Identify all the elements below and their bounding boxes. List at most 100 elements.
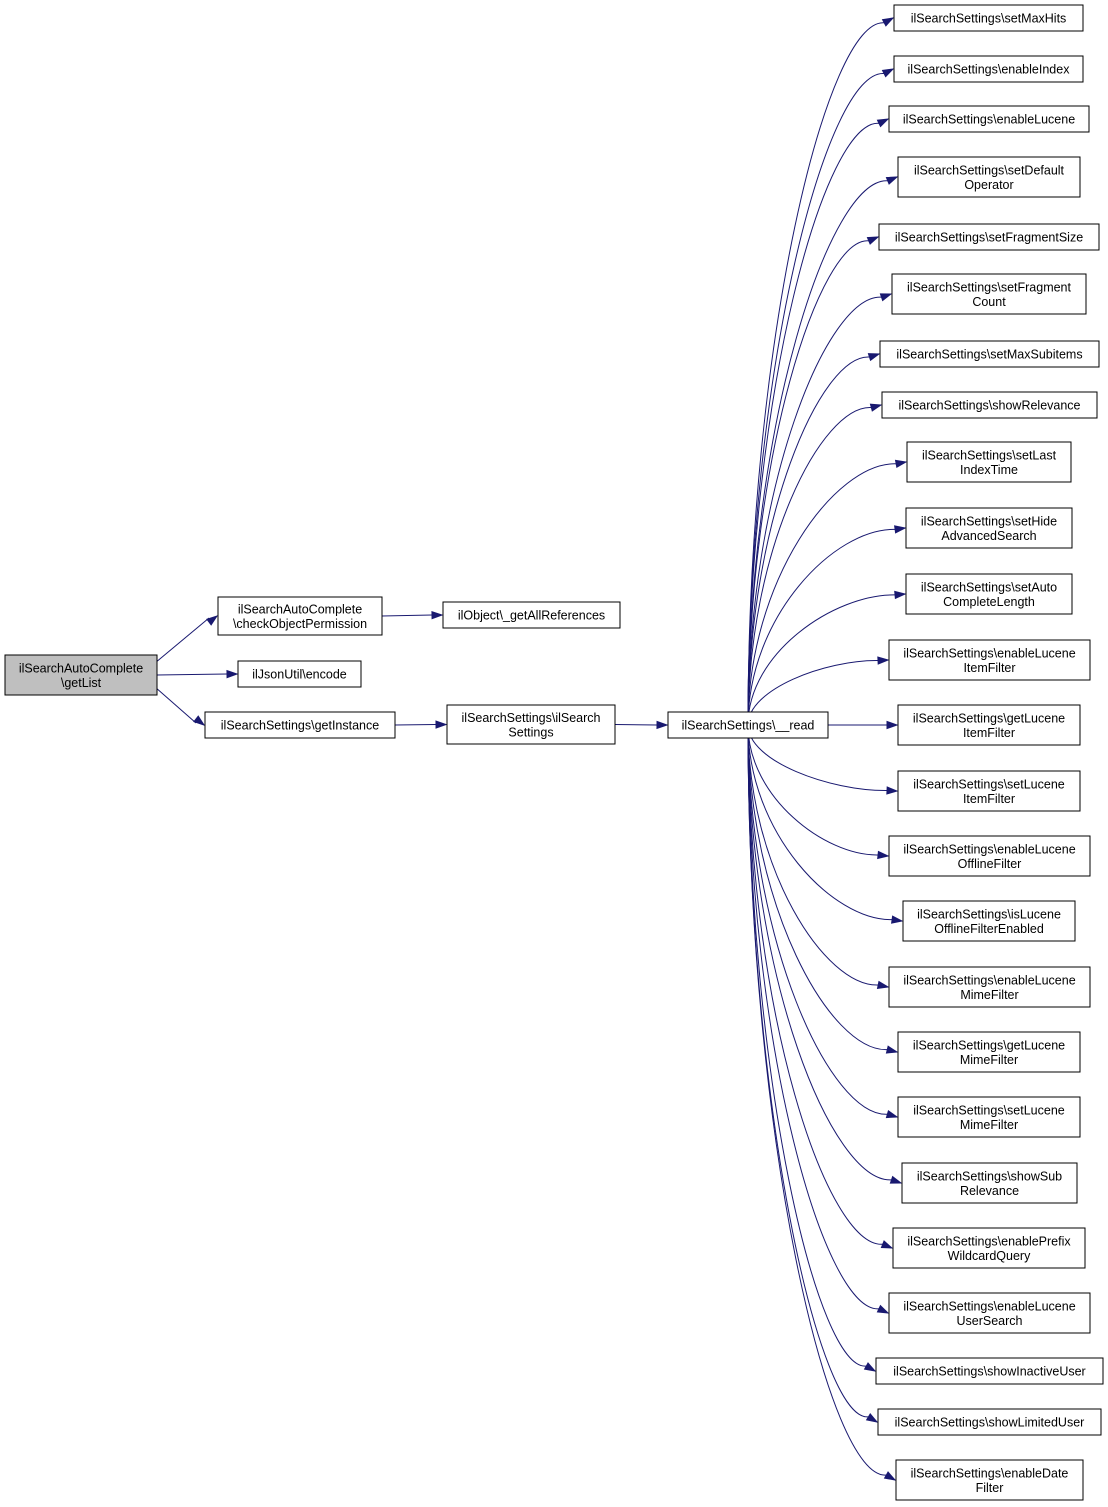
- node-label: CompleteLength: [943, 595, 1035, 609]
- edge-arrowhead: [866, 236, 880, 245]
- node-label: OfflineFilterEnabled: [934, 922, 1044, 936]
- node-box: [897, 1096, 1081, 1138]
- node-box: [442, 601, 621, 629]
- node-root[interactable]: ilSearchAutoComplete\getList: [4, 654, 158, 696]
- node-label: Filter: [976, 1481, 1004, 1495]
- edge-root-to-encode: [156, 669, 239, 679]
- node-label: \checkObjectPermission: [233, 617, 367, 631]
- node-box: [888, 835, 1091, 877]
- edge-read-to-t16: [747, 724, 890, 989]
- node-t2[interactable]: ilSearchSettings\enableLucene: [888, 105, 1090, 133]
- node-t14[interactable]: ilSearchSettings\enableLuceneOfflineFilt…: [888, 835, 1091, 877]
- node-label: ilSearchSettings\enableLucene: [903, 842, 1075, 856]
- node-label: ilSearchSettings\enableLucene: [903, 646, 1075, 660]
- node-box: [879, 340, 1100, 368]
- edge-line: [747, 407, 872, 726]
- node-t20[interactable]: ilSearchSettings\enablePrefixWildcardQue…: [892, 1227, 1086, 1269]
- edge-getinst-to-ctor: [394, 720, 448, 729]
- node-label: ilSearchSettings\setDefault: [914, 163, 1065, 177]
- node-label: ilSearchSettings\enableLucene: [903, 1299, 1075, 1313]
- edge-arrowhead: [876, 118, 890, 128]
- edge-read-to-t24: [747, 724, 897, 1481]
- edge-read-to-t3: [747, 176, 899, 726]
- node-label: ilSearchSettings\getLucene: [913, 1038, 1065, 1052]
- node-label: ilSearchSettings\setAuto: [921, 580, 1057, 594]
- node-label: ilSearchSettings\setHide: [921, 514, 1057, 528]
- edge-line: [747, 724, 879, 1310]
- node-box: [905, 507, 1073, 549]
- node-box: [901, 1162, 1078, 1204]
- node-label: Relevance: [960, 1184, 1019, 1198]
- node-t22[interactable]: ilSearchSettings\showInactiveUser: [875, 1357, 1104, 1385]
- node-label: AdvancedSearch: [941, 529, 1036, 543]
- edge-read-to-t7: [747, 403, 883, 726]
- edge-read-to-t12: [828, 720, 899, 730]
- node-t15[interactable]: ilSearchSettings\isLuceneOfflineFilterEn…: [902, 900, 1076, 942]
- edge-arrowhead: [193, 715, 206, 726]
- node-label: ItemFilter: [963, 661, 1015, 675]
- edge-read-to-t20: [747, 724, 894, 1249]
- edge-arrowhead: [885, 176, 899, 185]
- node-t7[interactable]: ilSearchSettings\showRelevance: [881, 391, 1098, 419]
- edge-read-to-t4: [747, 236, 880, 726]
- node-box: [877, 1408, 1102, 1436]
- edge-arrowhead: [226, 669, 239, 679]
- edge-read-to-t21: [747, 724, 890, 1314]
- edge-arrowhead: [206, 615, 219, 626]
- node-box: [878, 223, 1100, 251]
- node-box: [4, 654, 158, 696]
- edge-root-to-check: [154, 615, 219, 664]
- edge-arrowhead: [867, 353, 881, 362]
- node-ctor[interactable]: ilSearchSettings\ilSearchSettings: [446, 704, 616, 745]
- edge-arrowhead: [886, 720, 899, 730]
- edge-arrowhead: [877, 850, 890, 860]
- node-t1[interactable]: ilSearchSettings\enableIndex: [893, 55, 1084, 83]
- edge-line: [747, 122, 880, 726]
- node-getinst[interactable]: ilSearchSettings\getInstance: [204, 711, 396, 739]
- node-box: [446, 704, 616, 745]
- node-box: [881, 391, 1098, 419]
- node-layer: ilSearchAutoComplete\getList ilSearchAuto…: [4, 4, 1104, 1501]
- edge-arrowhead: [886, 786, 899, 795]
- node-label: ilSearchSettings\setLast: [922, 448, 1057, 462]
- node-label: ilSearchSettings\enableIndex: [908, 63, 1071, 77]
- edge-read-to-t17: [747, 724, 899, 1054]
- node-t23[interactable]: ilSearchSettings\showLimitedUser: [877, 1408, 1102, 1436]
- node-read[interactable]: ilSearchSettings\__read: [667, 711, 829, 739]
- edge-line: [747, 724, 879, 986]
- node-t4[interactable]: ilSearchSettings\setFragmentSize: [878, 223, 1100, 251]
- edge-read-to-t15: [747, 724, 904, 924]
- node-label: Settings: [508, 725, 553, 739]
- edge-check-to-allrefs: [381, 610, 444, 620]
- edge-arrowhead: [889, 1175, 903, 1184]
- node-encode[interactable]: ilJsonUtil\encode: [237, 660, 362, 688]
- node-t6[interactable]: ilSearchSettings\setMaxSubitems: [879, 340, 1100, 368]
- edge-line: [747, 72, 885, 726]
- edge-line: [747, 528, 896, 726]
- node-label: ilSearchSettings\setFragment: [907, 280, 1071, 294]
- node-label: IndexTime: [960, 463, 1018, 477]
- node-label: ilSearchSettings\setLucene: [913, 1103, 1065, 1117]
- node-check[interactable]: ilSearchAutoComplete\checkObjectPermissi…: [217, 596, 383, 636]
- node-allrefs[interactable]: ilObject\_getAllReferences: [442, 601, 621, 629]
- node-label: MimeFilter: [960, 1118, 1018, 1132]
- node-box: [906, 441, 1072, 483]
- node-t0[interactable]: ilSearchSettings\setMaxHits: [893, 4, 1084, 32]
- node-label: ilSearchSettings\__read: [682, 719, 815, 733]
- edge-arrowhead: [876, 980, 890, 989]
- node-label: ilSearchSettings\enableLucene: [903, 113, 1075, 127]
